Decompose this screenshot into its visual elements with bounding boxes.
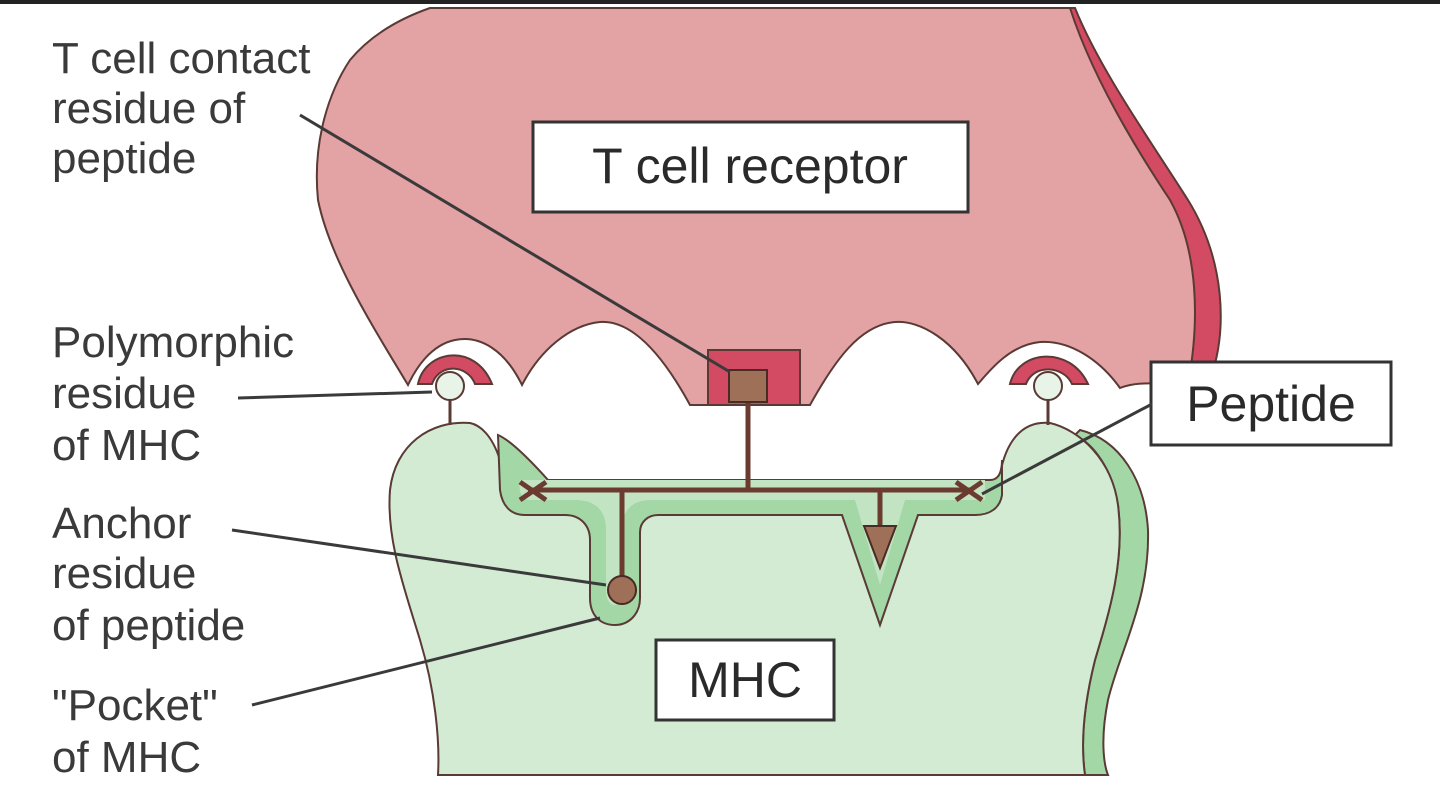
leader-tcell-contact — [299, 113, 731, 374]
polymorphic-residue-right — [1033, 371, 1063, 425]
label-pocket: "Pocket" of MHC — [52, 681, 230, 782]
label-polymorphic-residue: Polymorphic residue of MHC — [52, 318, 306, 470]
polymorphic-residue-left — [435, 371, 465, 425]
mhc-molecule — [388, 421, 1150, 776]
tcr-label-box: T cell receptor — [531, 120, 970, 214]
peptide-end-right — [954, 479, 984, 503]
tcr-cup-left — [416, 354, 494, 385]
leader-peptide — [981, 402, 1153, 496]
top-border — [0, 0, 1440, 4]
mhc-groove-inner — [519, 480, 985, 605]
peptide-arrowhead — [862, 525, 898, 571]
peptide-label: Peptide — [1186, 376, 1356, 432]
mhc-label: MHC — [688, 652, 802, 708]
leader-anchor — [231, 528, 607, 587]
leader-polymorphic — [237, 390, 433, 400]
leader-lines — [231, 113, 1153, 707]
mhc-label-box: MHC — [654, 638, 836, 722]
tcr-label: T cell receptor — [592, 138, 908, 194]
tcr-cup-right — [1008, 355, 1090, 385]
label-anchor-residue: Anchor residue of peptide — [52, 499, 245, 650]
label-tcell-contact-residue: T cell contact residue of peptide — [52, 34, 323, 183]
peptide-end-left — [518, 479, 548, 503]
anchor-residue — [607, 575, 637, 605]
peptide — [518, 369, 984, 605]
peptide-label-box: Peptide — [1149, 360, 1393, 447]
tcr-contact-residue — [728, 369, 768, 403]
leader-pocket — [251, 616, 601, 707]
